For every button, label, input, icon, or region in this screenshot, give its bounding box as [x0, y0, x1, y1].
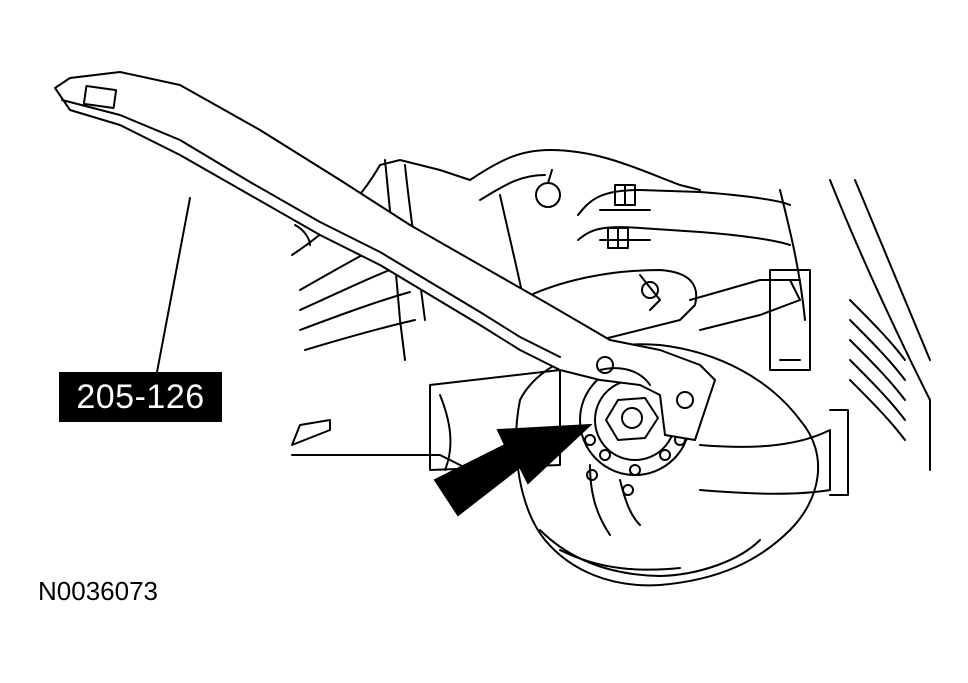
- chassis-frame-right: [769, 179, 931, 471]
- differential-housing: [515, 343, 820, 587]
- pointer-arrow-icon: [433, 423, 593, 517]
- figure-id-label: N0036073: [38, 576, 158, 606]
- pinion-nut: [605, 397, 659, 441]
- axle-tubes: [429, 369, 849, 496]
- brake-lines: [469, 149, 791, 331]
- pinion-flange-holder-tool: [54, 71, 716, 441]
- upper-link-arm: [519, 269, 801, 346]
- callout-leader-line: [156, 197, 191, 373]
- tool-number-callout: 205-126: [59, 372, 222, 422]
